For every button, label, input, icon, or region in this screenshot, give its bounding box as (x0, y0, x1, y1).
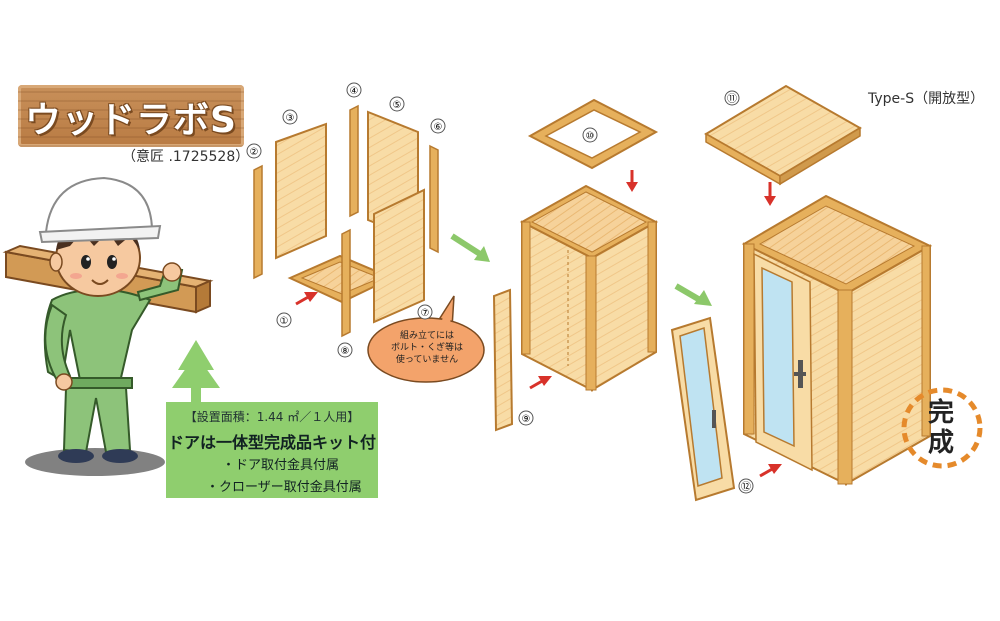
design-registration-number: （意匠 .1725528） (122, 149, 250, 165)
part-number-6: ⑥ (434, 122, 443, 133)
bubble-line-2: ボルト・くぎ等は (390, 343, 463, 353)
exploded-parts (253, 104, 439, 338)
part-number-1: ① (280, 316, 289, 327)
part-number-8: ⑧ (341, 346, 350, 357)
type-label: Type-S（開放型） (868, 91, 985, 107)
complete-label: 完成 (927, 398, 954, 458)
tree-icon (172, 340, 220, 402)
spec-area-line: 【設置面積：1.44 ㎡／１人用】 (184, 410, 360, 424)
completed-booth (704, 84, 933, 486)
part-number-9: ⑨ (522, 414, 531, 425)
bubble-line-3: 使っていません (395, 355, 459, 365)
part-number-3: ③ (286, 113, 295, 124)
complete-marker-circle (901, 387, 983, 469)
worker-character (2, 176, 214, 476)
part-number-11: ⑪ (727, 93, 737, 105)
product-title: ウッドラボS (25, 100, 237, 141)
spec-door-hardware-line: ・ドア取付金具付属 (222, 458, 340, 473)
red-arrows (295, 170, 782, 478)
green-arrows (450, 233, 712, 306)
part-number-10: ⑩ (586, 131, 595, 142)
part-number-labels: ① ② ③ ④ ⑤ ⑥ ⑦ ⑧ ⑨ ⑩ ⑪ ⑫ (246, 82, 754, 494)
part-number-12: ⑫ (741, 481, 751, 493)
title-board: ウッドラボS (18, 85, 244, 147)
part-number-4: ④ (350, 86, 359, 97)
door-panel (670, 316, 736, 502)
part-number-7: ⑦ (421, 308, 430, 319)
assembly-stage-2 (492, 98, 659, 432)
spec-door-kit-line: ドアは一体型完成品キット付 (167, 433, 376, 452)
part-number-2: ② (250, 147, 259, 158)
spec-closer-hardware-line: ・クローザー取付金具付属 (206, 480, 362, 495)
speech-bubble-text: 組み立てには ボルト・くぎ等は 使っていません (372, 330, 482, 366)
bubble-line-1: 組み立てには (399, 331, 454, 341)
part-number-5: ⑤ (393, 100, 402, 111)
spec-info-box: 【設置面積：1.44 ㎡／１人用】 ドアは一体型完成品キット付 ・ドア取付金具付… (166, 402, 378, 498)
